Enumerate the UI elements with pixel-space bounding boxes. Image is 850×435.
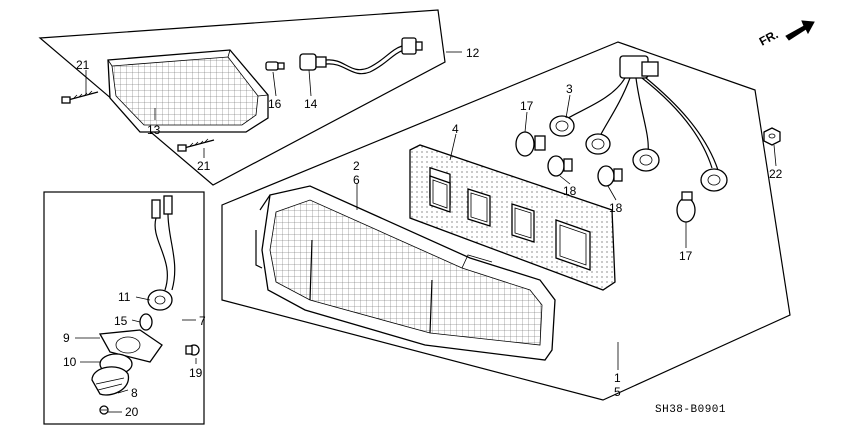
callout-13: 13 (147, 123, 161, 137)
callout-15: 15 (114, 314, 128, 328)
bulb-18-lower (597, 165, 623, 187)
license-socket-11 (147, 289, 173, 311)
callout-20: 20 (125, 405, 139, 419)
callout-12: 12 (466, 46, 480, 60)
bulb-16 (265, 61, 285, 71)
license-lens-8 (91, 366, 130, 396)
screw-21-lower (177, 138, 215, 152)
callout-19: 19 (189, 366, 203, 380)
callout-21-lower: 21 (197, 159, 211, 173)
clip-19 (185, 344, 200, 356)
taillight-lens (255, 185, 556, 361)
license-housing-9 (98, 329, 163, 363)
socket-b (632, 148, 660, 172)
socket-3 (549, 115, 575, 137)
group-box-taillight (221, 41, 791, 401)
license-light-harness (151, 195, 176, 291)
screw-20 (99, 405, 109, 415)
callout-8: 8 (131, 386, 138, 400)
callout-16: 16 (268, 97, 282, 111)
front-arrow-icon (785, 20, 815, 41)
side-marker-lens (107, 49, 269, 133)
callout-3: 3 (566, 82, 573, 96)
callout-22: 22 (769, 167, 783, 181)
front-direction-indicator: FR. (757, 20, 815, 49)
callout-9: 9 (63, 331, 70, 345)
callout-4: 4 (452, 122, 459, 136)
group-box-license-light (43, 191, 205, 425)
leader-lines (75, 51, 777, 413)
callout-18-upper: 18 (563, 184, 577, 198)
screw-21-upper (61, 90, 99, 104)
callout-10: 10 (63, 355, 77, 369)
callout-18-lower: 18 (609, 201, 623, 215)
bulb-17-upper (515, 131, 546, 157)
bulb-18-upper (547, 155, 573, 177)
front-label: FR. (757, 27, 781, 48)
callout-1: 1 (614, 371, 621, 385)
side-marker-socket-harness (299, 37, 423, 75)
callout-21-upper: 21 (76, 58, 90, 72)
callout-5: 5 (614, 385, 621, 399)
bulb-17-lower (676, 191, 696, 223)
callout-17-upper: 17 (520, 99, 534, 113)
bulb-15 (139, 313, 153, 331)
group-box-side-marker (38, 9, 446, 186)
callout-14: 14 (304, 97, 318, 111)
callout-7: 7 (199, 314, 206, 328)
callout-2: 2 (353, 159, 360, 173)
socket-a (585, 133, 611, 155)
callout-11: 11 (118, 290, 131, 304)
callout-6: 6 (353, 173, 360, 187)
socket-c (700, 168, 728, 192)
callout-17-lower: 17 (679, 249, 693, 263)
gasket (409, 144, 616, 291)
diagram-code: SH38-B0901 (655, 404, 726, 416)
nut-22 (763, 127, 781, 146)
